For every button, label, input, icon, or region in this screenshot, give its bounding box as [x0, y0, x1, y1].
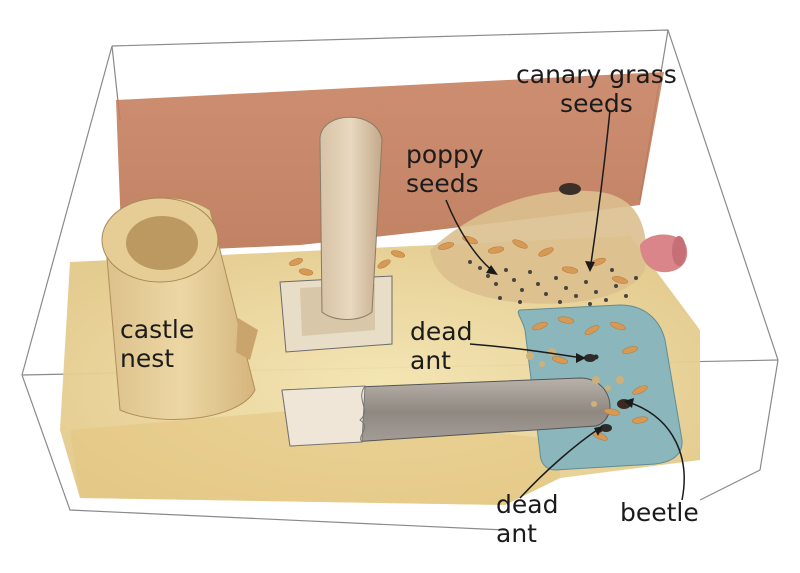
label-castle-nest: castle nest: [120, 315, 195, 373]
castle-nest: [101, 197, 258, 420]
label-dead-ant-bottom: dead ant: [496, 490, 559, 548]
canary-grass-seed-scatter: [289, 235, 649, 441]
leader-dead-ant-bottom: [519, 427, 601, 499]
arrowhead-ant-top: [576, 353, 586, 363]
leader-dead-ant-top: [469, 343, 583, 359]
poppy-seed-scatter: [468, 260, 638, 306]
arrowhead-beetle: [624, 398, 634, 408]
burrow-hole: [559, 183, 581, 195]
arrowhead-canary: [585, 261, 595, 272]
label-dead-ant-top: dead ant: [410, 317, 473, 375]
leader-poppy-seeds: [445, 199, 495, 273]
seed-pile-mound: [430, 190, 647, 304]
red-stopper: [640, 234, 688, 273]
arrowheads: [486, 261, 634, 436]
label-canary-grass-seeds: canary grass seeds: [516, 60, 677, 118]
label-beetle: beetle: [620, 498, 699, 527]
label-poppy-seeds: poppy seeds: [406, 140, 484, 198]
glass-tube: [281, 377, 611, 447]
leader-canary-seeds: [589, 109, 611, 271]
arrowhead-poppy: [486, 265, 498, 275]
stone-pillar: [279, 116, 393, 353]
dead-ant-top: [584, 354, 599, 362]
arrowhead-ant-bottom: [594, 426, 603, 436]
leader-beetle: [627, 401, 685, 501]
annotation-leaders: [445, 109, 685, 501]
